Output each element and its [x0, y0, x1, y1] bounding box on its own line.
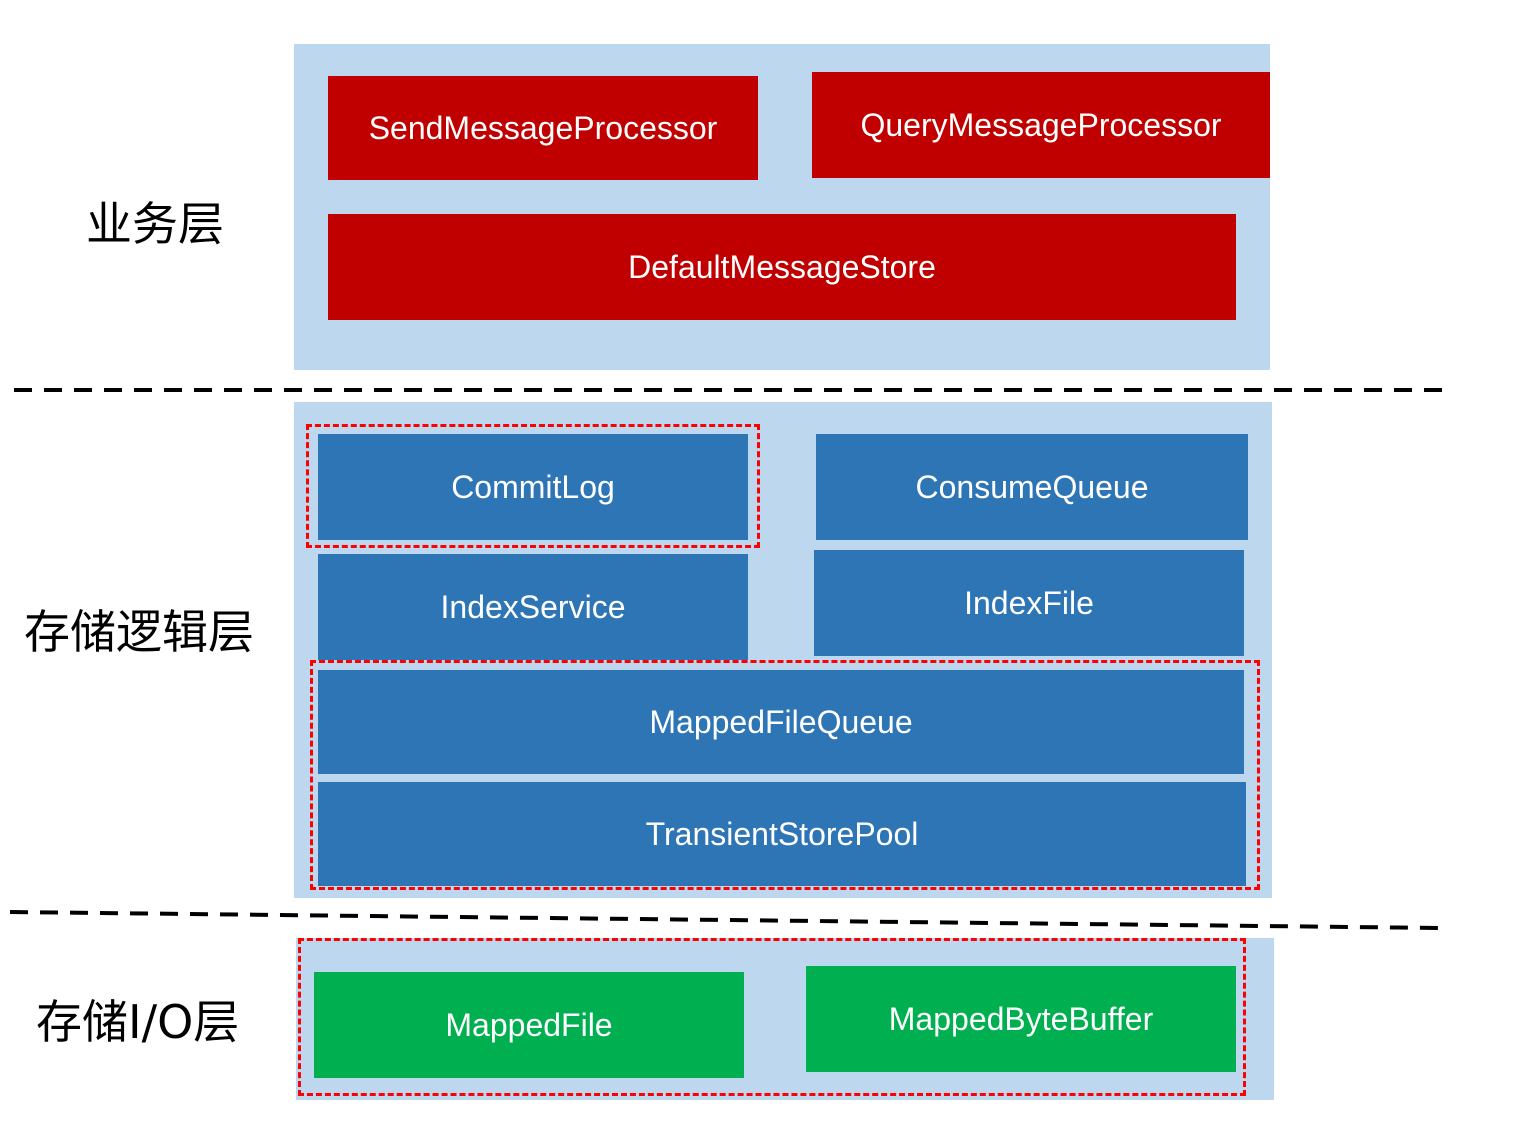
mapped-byte-buffer-box: MappedByteBuffer — [806, 966, 1236, 1072]
business-layer-label: 业务层 — [86, 197, 224, 251]
io-layer-label: 存储I/O层 — [36, 995, 240, 1049]
send-message-processor-box: SendMessageProcessor — [328, 76, 758, 180]
transient-store-pool-box: TransientStorePool — [318, 782, 1246, 886]
commit-log-box: CommitLog — [318, 434, 748, 540]
mapped-file-queue-box: MappedFileQueue — [318, 670, 1244, 774]
logic-layer-label: 存储逻辑层 — [24, 605, 254, 659]
consume-queue-box: ConsumeQueue — [816, 434, 1248, 540]
logic-io-separator — [9, 910, 1441, 930]
query-message-processor-box: QueryMessageProcessor — [812, 72, 1270, 178]
index-file-box: IndexFile — [814, 550, 1244, 656]
mapped-file-box: MappedFile — [314, 972, 744, 1078]
default-message-store-box: DefaultMessageStore — [328, 214, 1236, 320]
index-service-box: IndexService — [318, 554, 748, 660]
